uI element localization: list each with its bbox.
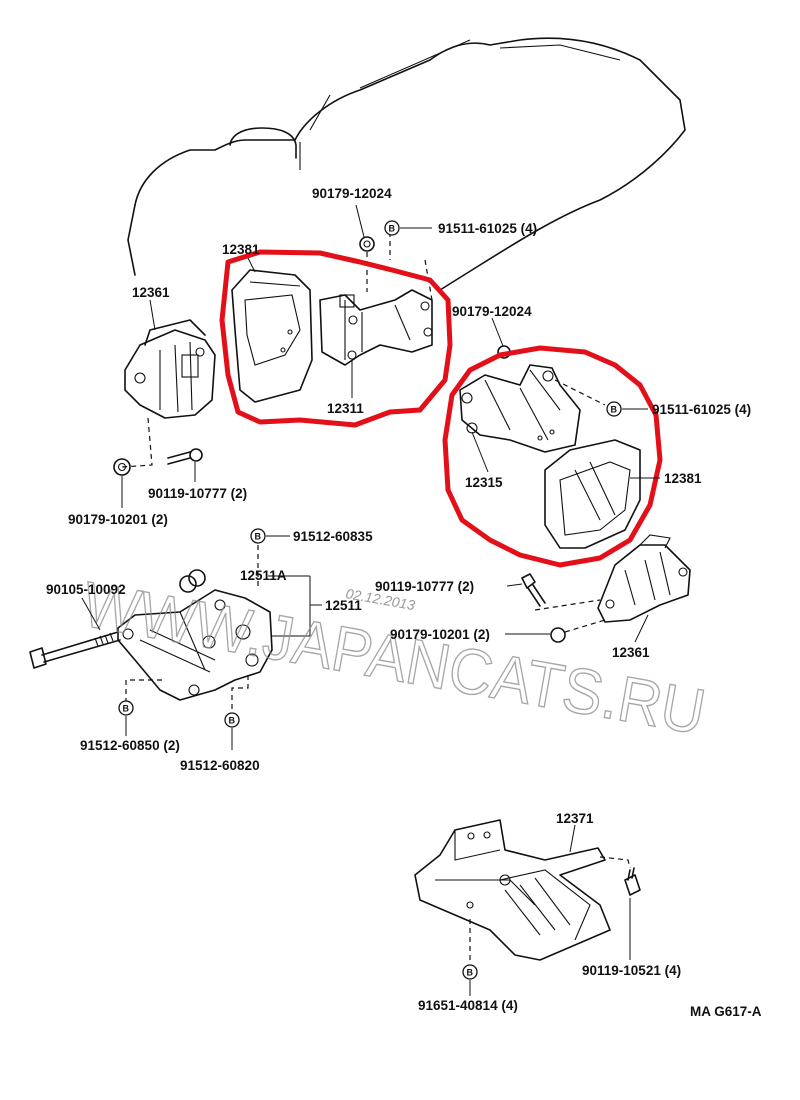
label-12511A: 12511A [240,568,287,583]
label-12361-right: 12361 [612,645,650,660]
engine-mount-12361-right [597,534,691,623]
label-91512-60850: 91512-60850 (2) [80,738,180,753]
figure-code: MA G617-A [690,1004,762,1019]
label-12381-right: 12381 [664,471,702,486]
bolt-mark-91512-60850: B [118,700,134,716]
bracket-12315 [459,364,581,453]
bolt-90119-10777-right [521,573,546,607]
bolt-90119-10777-left [167,448,203,465]
label-90119-10521: 90119-10521 (4) [582,963,681,978]
bolt-mark-letter: B [389,224,396,234]
label-91511-61025-right: 91511-61025 (4) [652,402,751,417]
bolt-90105-10092 [29,631,121,669]
insulator-12381-right [544,439,641,549]
label-91512-60820: 91512-60820 [180,758,260,773]
label-12511: 12511 [325,598,362,613]
label-90179-10201-right: 90179-10201 (2) [390,627,490,642]
label-12371: 12371 [556,811,594,826]
label-90179-12024-top: 90179-12024 [312,186,392,201]
bolt-mark-91511-top: B [384,220,400,236]
bolt-mark-letter: B [123,704,130,714]
bolt-mark-91511-right: B [606,401,622,417]
label-12381-top: 12381 [222,242,260,257]
part-labels: 12381 12361 90179-12024 91511-61025 (4) … [46,186,762,1019]
label-91651-40814: 91651-40814 (4) [418,998,518,1013]
label-12311: 12311 [327,401,364,416]
bracket-12511A-sleeve [179,569,206,593]
label-90119-10777-right: 90119-10777 (2) [375,579,474,594]
insulator-12381-top [231,269,313,403]
nut-90179-12024-top [359,236,375,252]
bolt-mark-91512-60835: B [250,528,266,544]
label-91511-61025-top: 91511-61025 (4) [438,221,537,236]
engine-mount-12361-left [124,319,216,419]
bolt-mark-91651-40814: B [462,964,478,980]
label-12315: 12315 [465,475,503,490]
label-90119-10777-left: 90119-10777 (2) [148,486,247,501]
label-12361-left: 12361 [132,285,170,300]
bolt-90119-10521 [624,867,641,896]
label-90179-12024-middle: 90179-12024 [452,304,532,319]
bracket-12311 [319,289,433,366]
label-90105-10092: 90105-10092 [46,582,126,597]
bolt-mark-letter: B [467,968,474,978]
leader-lines [81,204,660,996]
nut-90179-10201-right [550,627,566,643]
bolt-mark-91512-60820: B [224,712,240,728]
engine-block-outline [127,37,686,291]
label-91512-60835: 91512-60835 [293,529,373,544]
bracket-12511 [117,589,273,701]
highlight-outline-right [442,345,663,568]
bolt-mark-letter: B [229,716,236,726]
nut-90179-10201-left [113,458,131,476]
bracket-12371 [414,819,611,961]
bolt-mark-letter: B [255,532,262,542]
label-90179-10201-left: 90179-10201 (2) [68,512,168,527]
bolt-mark-letter: B [611,405,618,415]
highlight-outline-top [219,249,453,428]
